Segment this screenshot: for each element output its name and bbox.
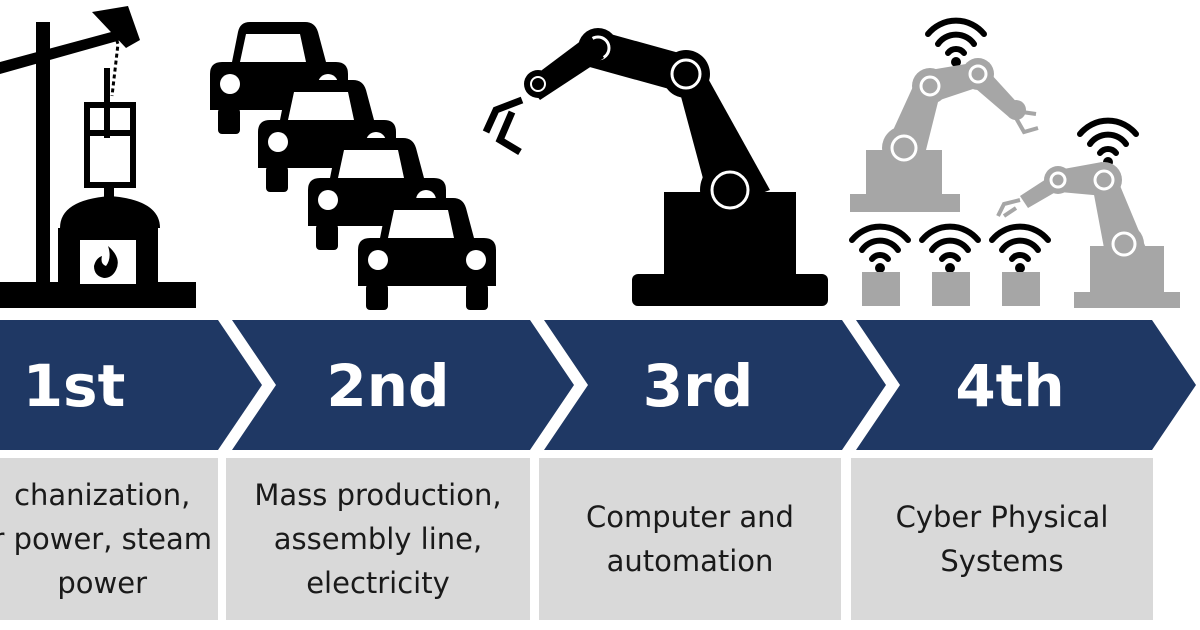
stage-1-arrow (0, 320, 262, 450)
connected-robots-icon (850, 21, 1180, 308)
stage-2-label: 2nd (326, 352, 449, 420)
stage-4-label: 4th (955, 352, 1064, 420)
assembly-line-cars-icon (210, 22, 496, 310)
stage-2-description: Mass production, assembly line, electric… (226, 458, 530, 620)
stage-4-arrow (856, 320, 1196, 450)
stage-2-arrow (232, 320, 574, 450)
timeline-band: 1st 2nd 3rd 4th (0, 320, 1196, 450)
stage-3-description: Computer and automation (539, 458, 841, 620)
stage-4-description: Cyber Physical Systems (851, 458, 1153, 620)
stage-3-label: 3rd (643, 352, 753, 420)
stage-1-label: 1st (23, 352, 126, 420)
stage-3-arrow (544, 320, 886, 450)
robot-arm-icon (482, 28, 828, 306)
stage-1-description: chanization, r power, steam power (0, 458, 218, 620)
steam-pump-icon (0, 6, 196, 308)
